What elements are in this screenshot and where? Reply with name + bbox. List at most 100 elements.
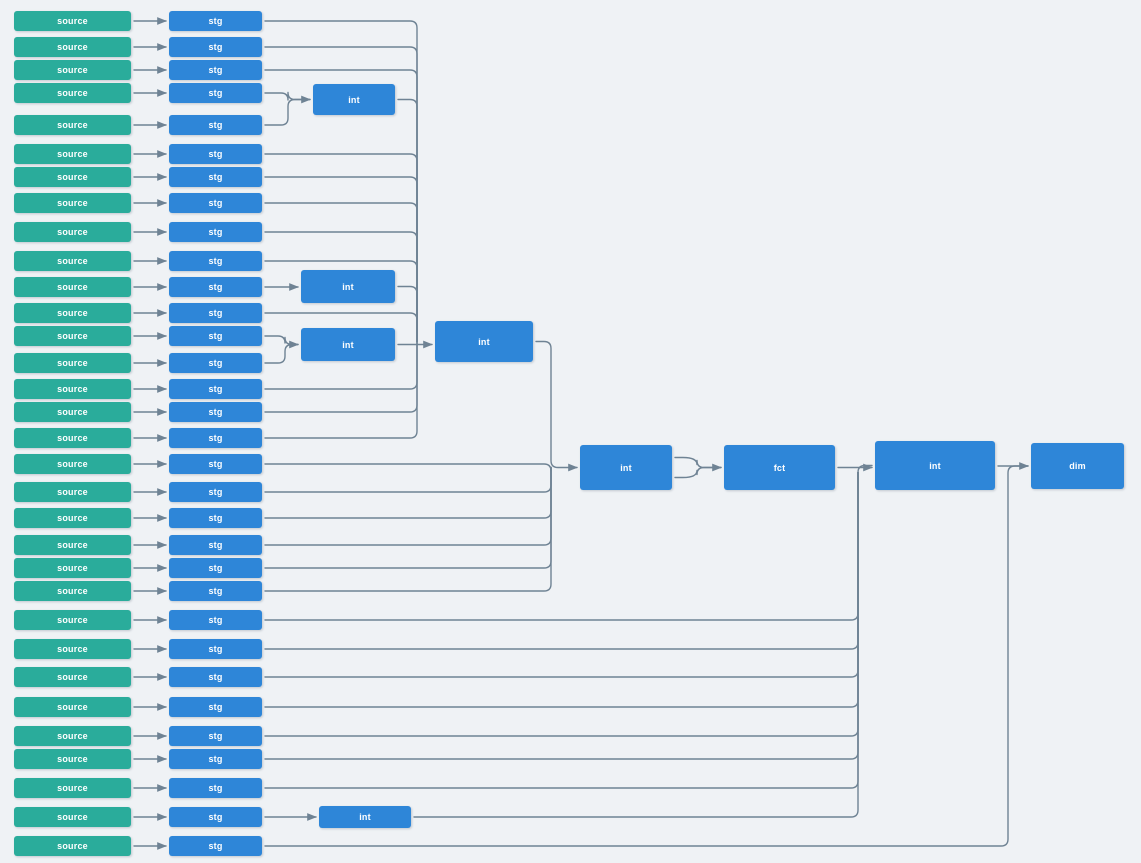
node-stg[interactable]: stg: [169, 667, 262, 687]
edge-path: [857, 464, 873, 474]
node-source[interactable]: source: [14, 353, 131, 373]
edge-path: [264, 466, 552, 546]
node-stg[interactable]: stg: [169, 639, 262, 659]
node-stg[interactable]: stg: [169, 610, 262, 630]
node-stg[interactable]: stg: [169, 251, 262, 271]
node-stg[interactable]: stg: [169, 115, 262, 135]
node-source[interactable]: source: [14, 667, 131, 687]
node-int[interactable]: int: [301, 328, 395, 361]
edge-path: [264, 466, 552, 519]
edge-path: [264, 471, 859, 760]
node-int[interactable]: int: [580, 445, 672, 490]
node-int[interactable]: int: [319, 806, 411, 828]
node-source[interactable]: source: [14, 508, 131, 528]
node-source[interactable]: source: [14, 726, 131, 746]
node-source[interactable]: source: [14, 326, 131, 346]
edge-path: [264, 466, 552, 592]
node-source[interactable]: source: [14, 697, 131, 717]
edge-path: [674, 456, 722, 472]
edge-path: [264, 466, 552, 493]
node-source[interactable]: source: [14, 807, 131, 827]
node-stg[interactable]: stg: [169, 303, 262, 323]
node-stg[interactable]: stg: [169, 83, 262, 103]
node-source[interactable]: source: [14, 778, 131, 798]
node-stg[interactable]: stg: [169, 697, 262, 717]
node-stg[interactable]: stg: [169, 508, 262, 528]
node-stg[interactable]: stg: [169, 402, 262, 422]
node-source[interactable]: source: [14, 379, 131, 399]
node-stg[interactable]: stg: [169, 144, 262, 164]
node-source[interactable]: source: [14, 144, 131, 164]
edge-path: [264, 91, 311, 104]
edge-path: [264, 463, 552, 472]
node-stg[interactable]: stg: [169, 277, 262, 297]
node-source[interactable]: source: [14, 558, 131, 578]
node-source[interactable]: source: [14, 535, 131, 555]
edge-path: [264, 153, 418, 343]
edge-path: [264, 471, 859, 621]
node-source[interactable]: source: [14, 11, 131, 31]
node-source[interactable]: source: [14, 402, 131, 422]
node-source[interactable]: source: [14, 277, 131, 297]
edge-path: [264, 466, 552, 569]
node-stg[interactable]: stg: [169, 726, 262, 746]
node-stg[interactable]: stg: [169, 454, 262, 474]
node-source[interactable]: source: [14, 83, 131, 103]
node-stg[interactable]: stg: [169, 11, 262, 31]
node-stg[interactable]: stg: [169, 379, 262, 399]
node-stg[interactable]: stg: [169, 193, 262, 213]
edge-path: [264, 471, 859, 708]
edge-path: [535, 340, 578, 472]
edge-path: [264, 465, 1029, 847]
node-source[interactable]: source: [14, 193, 131, 213]
node-stg[interactable]: stg: [169, 558, 262, 578]
node-source[interactable]: source: [14, 639, 131, 659]
node-stg[interactable]: stg: [169, 778, 262, 798]
node-int[interactable]: int: [875, 441, 995, 490]
node-source[interactable]: source: [14, 303, 131, 323]
node-source[interactable]: source: [14, 749, 131, 769]
edge-path: [674, 466, 722, 479]
node-stg[interactable]: stg: [169, 37, 262, 57]
node-stg[interactable]: stg: [169, 535, 262, 555]
edge-path: [264, 471, 859, 650]
node-source[interactable]: source: [14, 428, 131, 448]
node-source[interactable]: source: [14, 167, 131, 187]
edge-path: [397, 285, 418, 343]
node-fct[interactable]: fct: [724, 445, 835, 490]
node-source[interactable]: source: [14, 454, 131, 474]
edge-path: [413, 471, 859, 818]
node-stg[interactable]: stg: [169, 222, 262, 242]
edge-path: [264, 335, 299, 349]
edge-path: [264, 98, 311, 126]
node-int[interactable]: int: [301, 270, 395, 303]
edge-path: [264, 343, 299, 364]
node-stg[interactable]: stg: [169, 807, 262, 827]
node-stg[interactable]: stg: [169, 326, 262, 346]
node-int[interactable]: int: [435, 321, 533, 362]
node-stg[interactable]: stg: [169, 482, 262, 502]
edge-path: [264, 471, 859, 737]
edge-path: [397, 98, 418, 343]
node-stg[interactable]: stg: [169, 581, 262, 601]
edge-path: [264, 176, 418, 343]
node-int[interactable]: int: [313, 84, 395, 115]
node-stg[interactable]: stg: [169, 836, 262, 856]
node-source[interactable]: source: [14, 482, 131, 502]
node-stg[interactable]: stg: [169, 60, 262, 80]
node-stg[interactable]: stg: [169, 167, 262, 187]
node-stg[interactable]: stg: [169, 353, 262, 373]
node-source[interactable]: source: [14, 60, 131, 80]
node-source[interactable]: source: [14, 222, 131, 242]
edge-path: [264, 471, 859, 789]
node-source[interactable]: source: [14, 581, 131, 601]
node-stg[interactable]: stg: [169, 749, 262, 769]
node-dim[interactable]: dim: [1031, 443, 1124, 489]
edge-path: [264, 471, 859, 678]
node-source[interactable]: source: [14, 251, 131, 271]
node-source[interactable]: source: [14, 610, 131, 630]
node-source[interactable]: source: [14, 115, 131, 135]
node-source[interactable]: source: [14, 836, 131, 856]
node-stg[interactable]: stg: [169, 428, 262, 448]
node-source[interactable]: source: [14, 37, 131, 57]
